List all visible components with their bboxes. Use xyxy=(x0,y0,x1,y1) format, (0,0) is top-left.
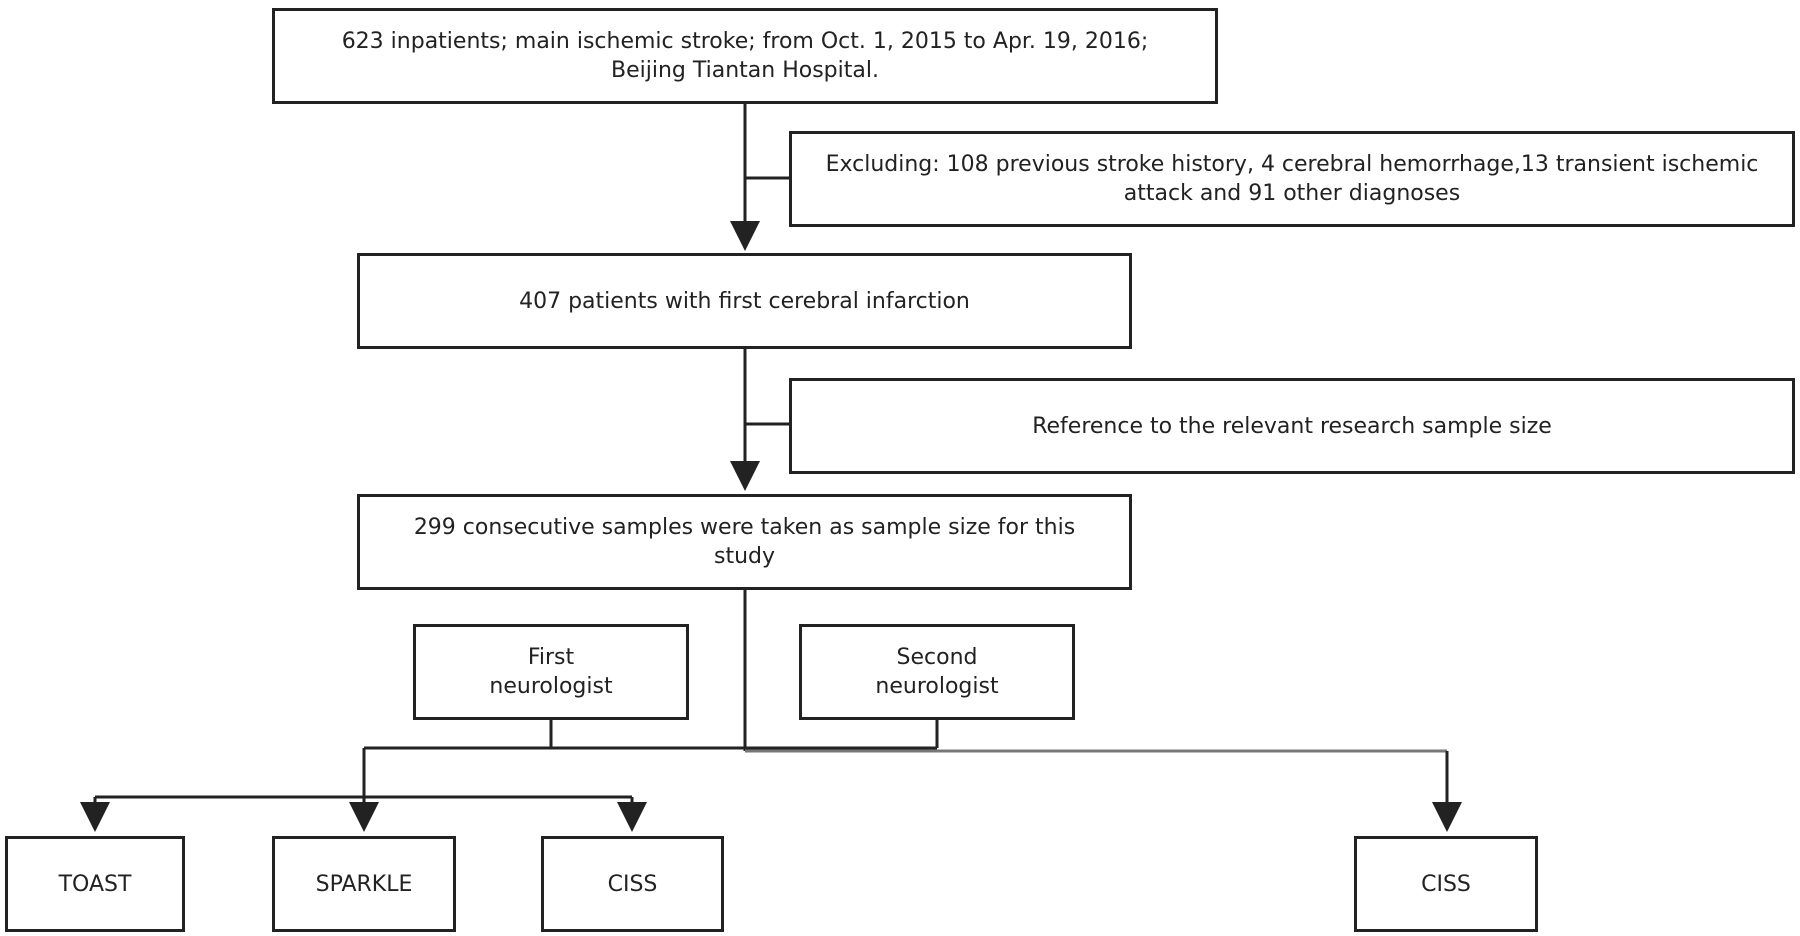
exclusion-line1: Excluding: 108 previous stroke history, … xyxy=(825,152,1759,177)
first-infarction-box: 407 patients with first cerebral infarct… xyxy=(357,253,1132,349)
outcome-sparkle-box: SPARKLE xyxy=(272,836,456,932)
second-neurologist-box: Second neurologist xyxy=(799,624,1075,720)
first-neurologist-line1: First xyxy=(527,645,575,670)
sample-box: 299 consecutive samples were taken as sa… xyxy=(357,494,1132,590)
second-neurologist-line2: neurologist xyxy=(875,674,999,699)
outcome-ciss-first-label: CISS xyxy=(607,871,658,897)
first-neurologist-line2: neurologist xyxy=(489,674,613,699)
sample-line1: 299 consecutive samples were taken as sa… xyxy=(413,515,1076,540)
outcome-toast-box: TOAST xyxy=(5,836,185,932)
exclusion-box: Excluding: 108 previous stroke history, … xyxy=(789,131,1795,227)
reference-text: Reference to the relevant research sampl… xyxy=(1032,413,1552,439)
source-population-box: 623 inpatients; main ischemic stroke; fr… xyxy=(272,8,1218,104)
outcome-ciss-second-box: CISS xyxy=(1354,836,1538,932)
reference-box: Reference to the relevant research sampl… xyxy=(789,378,1795,474)
second-neurologist-line1: Second xyxy=(896,645,978,670)
sample-line2: study xyxy=(713,544,775,569)
outcome-toast-label: TOAST xyxy=(58,871,132,897)
source-population-line1: 623 inpatients; main ischemic stroke; fr… xyxy=(341,29,1149,54)
first-neurologist-box: First neurologist xyxy=(413,624,689,720)
source-population-line2: Beijing Tiantan Hospital. xyxy=(611,58,879,83)
first-infarction-text: 407 patients with first cerebral infarct… xyxy=(519,288,970,314)
exclusion-line2: attack and 91 other diagnoses xyxy=(1123,181,1461,206)
outcome-ciss-second-label: CISS xyxy=(1421,871,1471,897)
outcome-ciss-first-box: CISS xyxy=(541,836,724,932)
outcome-sparkle-label: SPARKLE xyxy=(315,871,413,897)
